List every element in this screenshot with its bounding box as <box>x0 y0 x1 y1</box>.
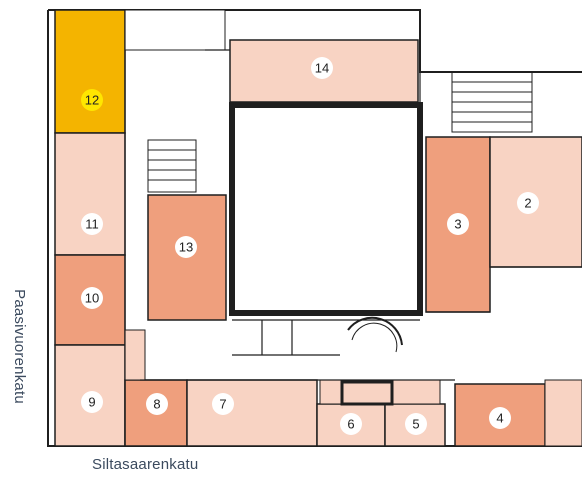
central-courtyard <box>229 102 423 316</box>
room-label-4: 4 <box>496 411 503 426</box>
room-label-14: 14 <box>315 61 329 76</box>
room-badge-10 <box>81 287 103 309</box>
room-badge-11 <box>81 213 103 235</box>
room-badge-3 <box>447 213 469 235</box>
street-label-left: Paasivuorenkatu <box>10 289 28 404</box>
interior-walls <box>124 10 582 446</box>
room-label-9: 9 <box>88 395 95 410</box>
room-badge-6 <box>340 413 362 435</box>
room-badge-9 <box>81 391 103 413</box>
room-badge-14 <box>311 57 333 79</box>
street-label-bottom: Siltasaarenkatu <box>92 456 199 473</box>
room-label-7: 7 <box>219 397 226 412</box>
room-11[interactable] <box>54 132 126 256</box>
room-label-13: 13 <box>179 240 193 255</box>
room-label-8: 8 <box>153 397 160 412</box>
room-label-10: 10 <box>85 291 99 306</box>
room-label-12: 12 <box>85 93 99 108</box>
room-12[interactable] <box>54 9 126 134</box>
room-badge-13 <box>175 236 197 258</box>
stairwell <box>147 71 533 406</box>
room-label-5: 5 <box>412 417 419 432</box>
room-label-11: 11 <box>85 217 99 232</box>
room-label-2: 2 <box>524 196 531 211</box>
room-7[interactable] <box>186 379 318 447</box>
room-badge-8 <box>146 393 168 415</box>
room-badge-2 <box>517 192 539 214</box>
room-badge-5 <box>405 413 427 435</box>
room-label-6: 6 <box>347 417 354 432</box>
room-badge-7 <box>212 393 234 415</box>
room-badge-4 <box>489 407 511 429</box>
room-labels: 12 14 11 10 13 3 2 9 8 7 6 5 4 <box>81 57 539 435</box>
room-badge-12 <box>81 89 103 111</box>
room-label-3: 3 <box>454 217 461 232</box>
